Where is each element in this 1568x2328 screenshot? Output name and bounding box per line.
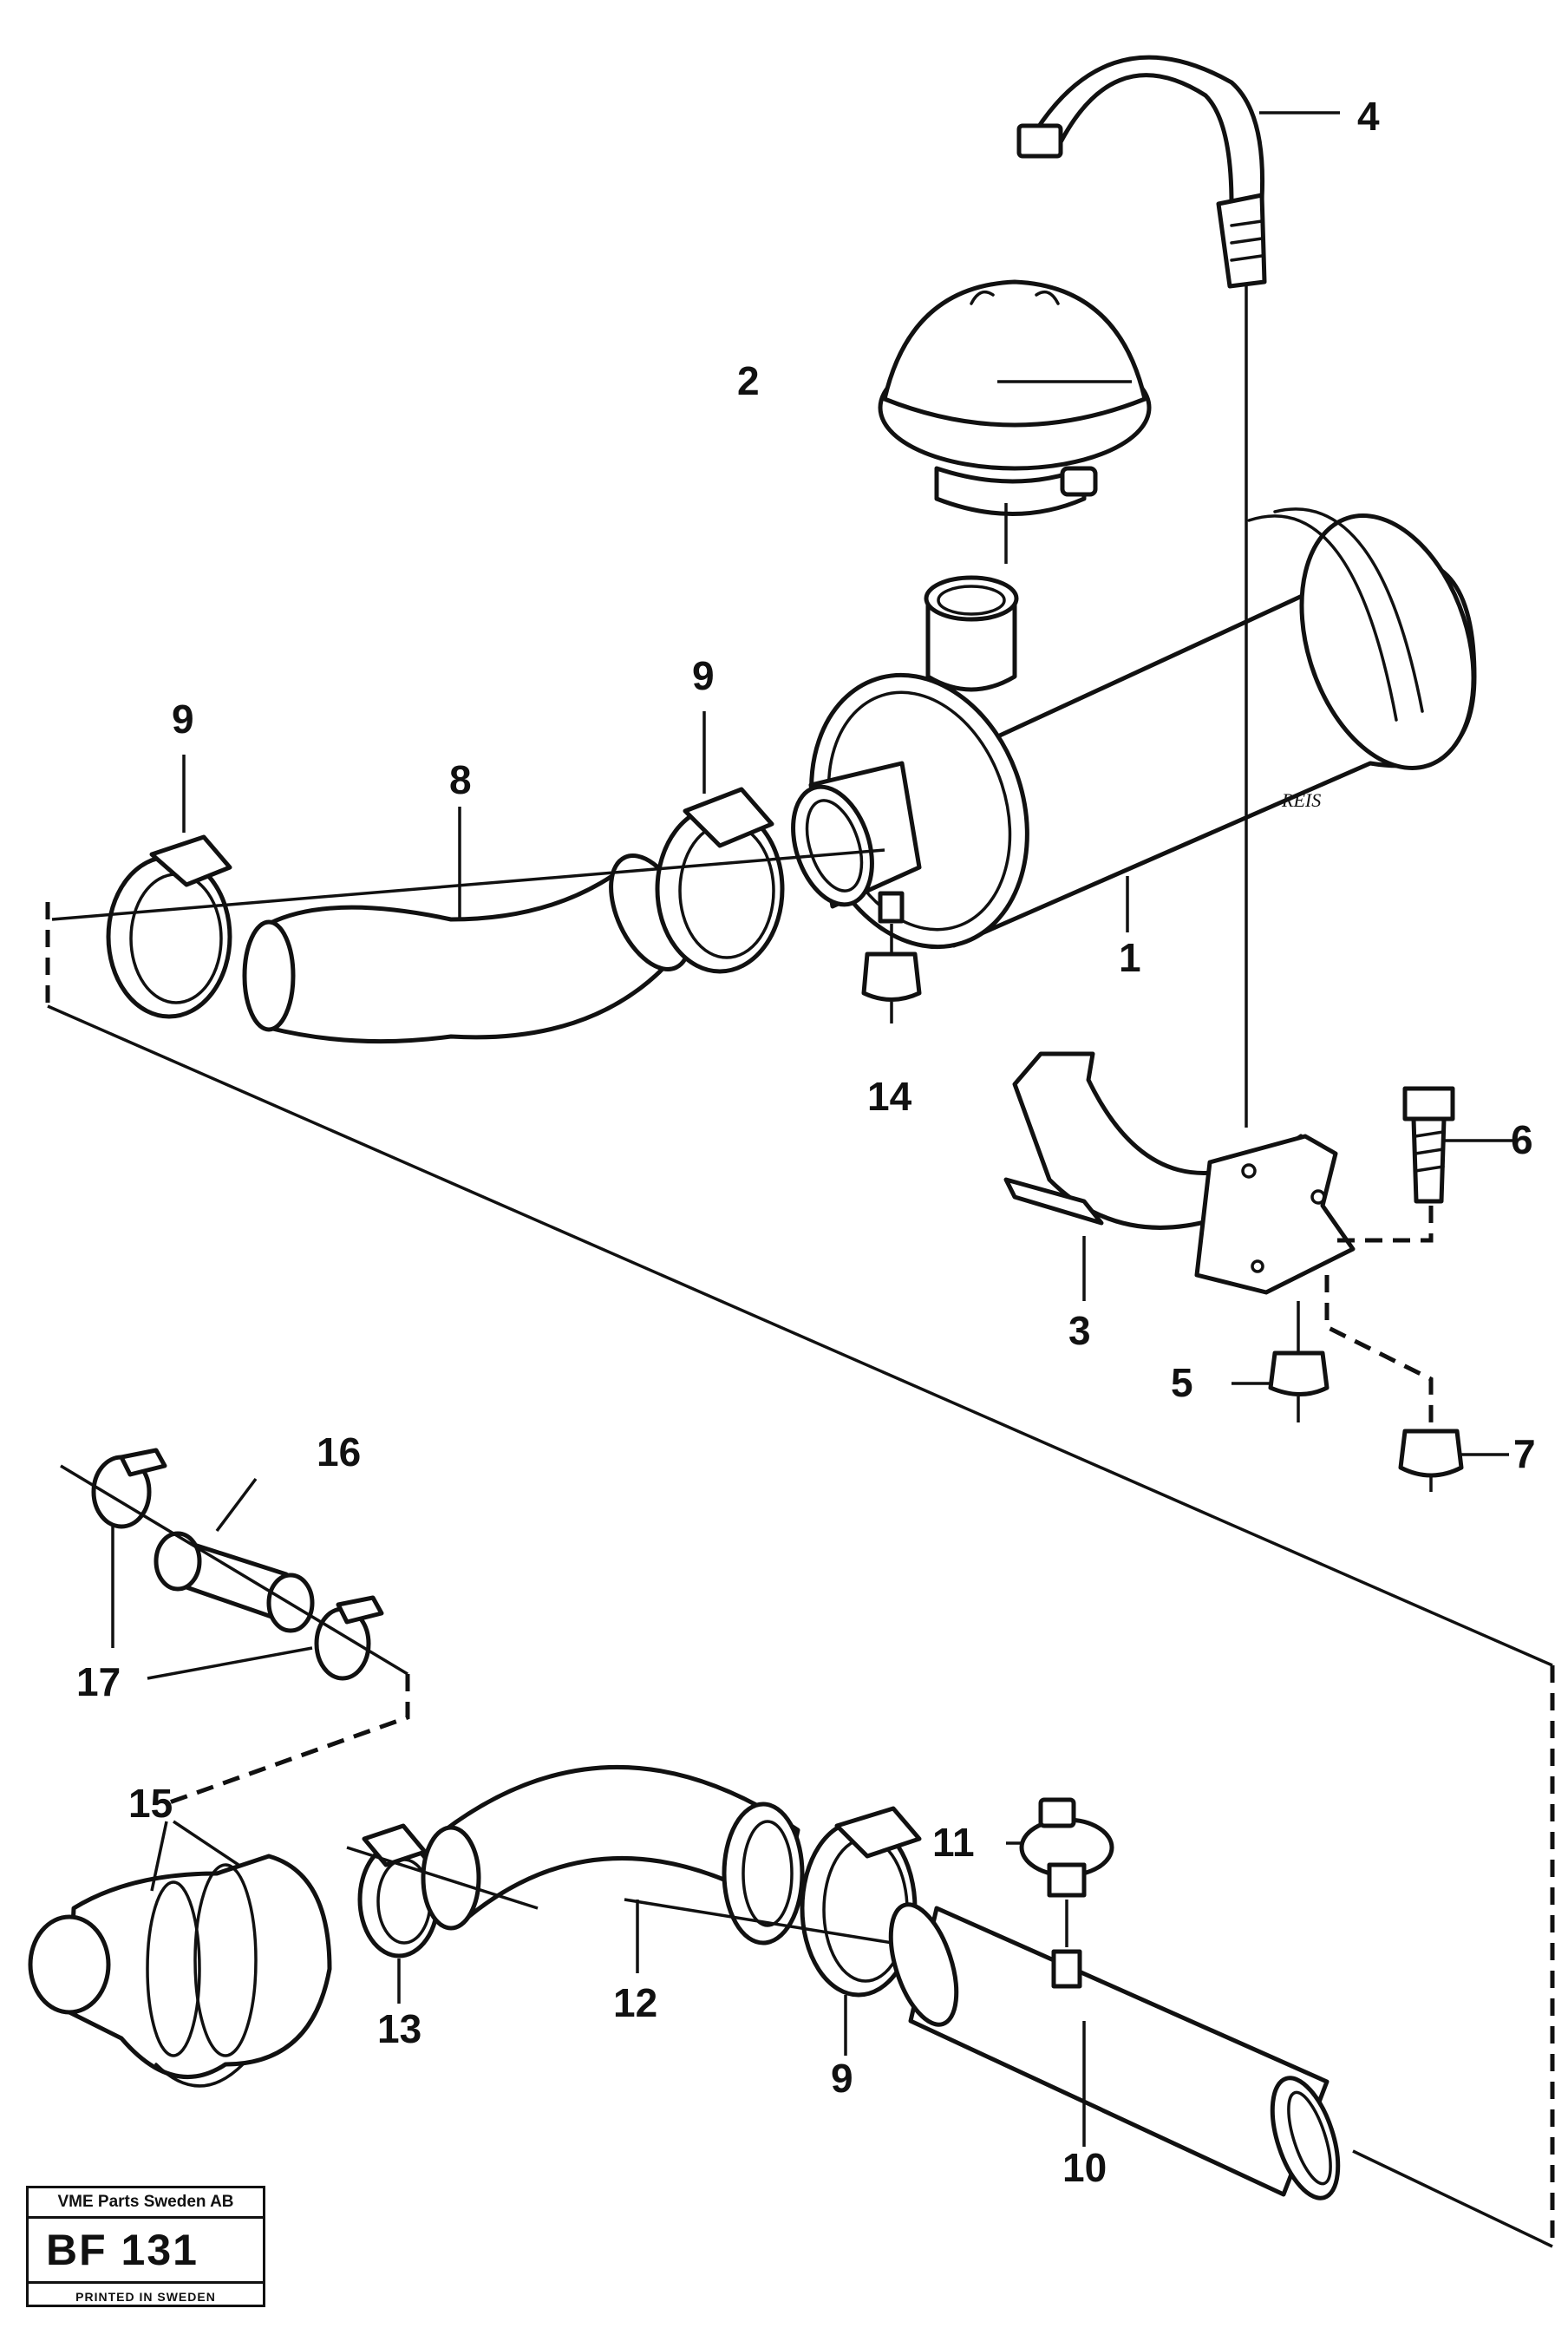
artist-signature: REIS	[1281, 789, 1321, 811]
strap-icon	[1016, 55, 1267, 289]
callout-11: 11	[932, 1820, 975, 1865]
callout-8: 8	[449, 757, 472, 802]
callout-10: 10	[1062, 2145, 1107, 2190]
callout-1: 1	[1119, 935, 1141, 980]
callout-3: 3	[1068, 1308, 1091, 1353]
air-filter-icon: REIS	[791, 507, 1477, 950]
pressure-switch-icon	[1019, 1797, 1114, 1989]
elbow-hose-icon	[421, 1764, 805, 1945]
small-hose-icon	[154, 1531, 315, 1633]
callout-4: 4	[1357, 94, 1380, 139]
diagram-code: BF 131	[29, 2219, 263, 2284]
printed-note: PRINTED IN SWEDEN	[75, 2290, 216, 2304]
callout-2: 2	[737, 358, 760, 403]
nut-icon	[861, 951, 1464, 1478]
callout-6: 6	[1511, 1117, 1533, 1162]
callout-13: 13	[377, 2006, 421, 2051]
precleaner-cap-icon	[878, 279, 1152, 516]
callout-9-upper-right: 9	[692, 653, 715, 698]
hose-clamp-icon	[106, 787, 785, 1019]
callout-14: 14	[867, 1074, 912, 1119]
callout-5: 5	[1171, 1360, 1193, 1405]
turbo-inlet-icon	[28, 1854, 332, 2088]
screw-icon	[1402, 1086, 1455, 1204]
hose-clamp-icon	[357, 1806, 922, 1998]
bracket-icon	[1003, 1051, 1356, 1295]
company-name: VME Parts Sweden AB	[29, 2188, 263, 2219]
callout-9-upper-left: 9	[172, 696, 194, 742]
pipe-icon	[888, 1902, 1341, 2200]
title-block: VME Parts Sweden AB BF 131 PRINTED IN SW…	[26, 2186, 265, 2307]
callout-7: 7	[1513, 1431, 1536, 1476]
hose-icon	[242, 853, 692, 1044]
callout-16: 16	[317, 1429, 361, 1475]
callout-9-lower: 9	[831, 2056, 853, 2101]
callout-17: 17	[76, 1659, 121, 1704]
callout-12: 12	[613, 1980, 657, 2025]
callout-15: 15	[128, 1781, 173, 1826]
